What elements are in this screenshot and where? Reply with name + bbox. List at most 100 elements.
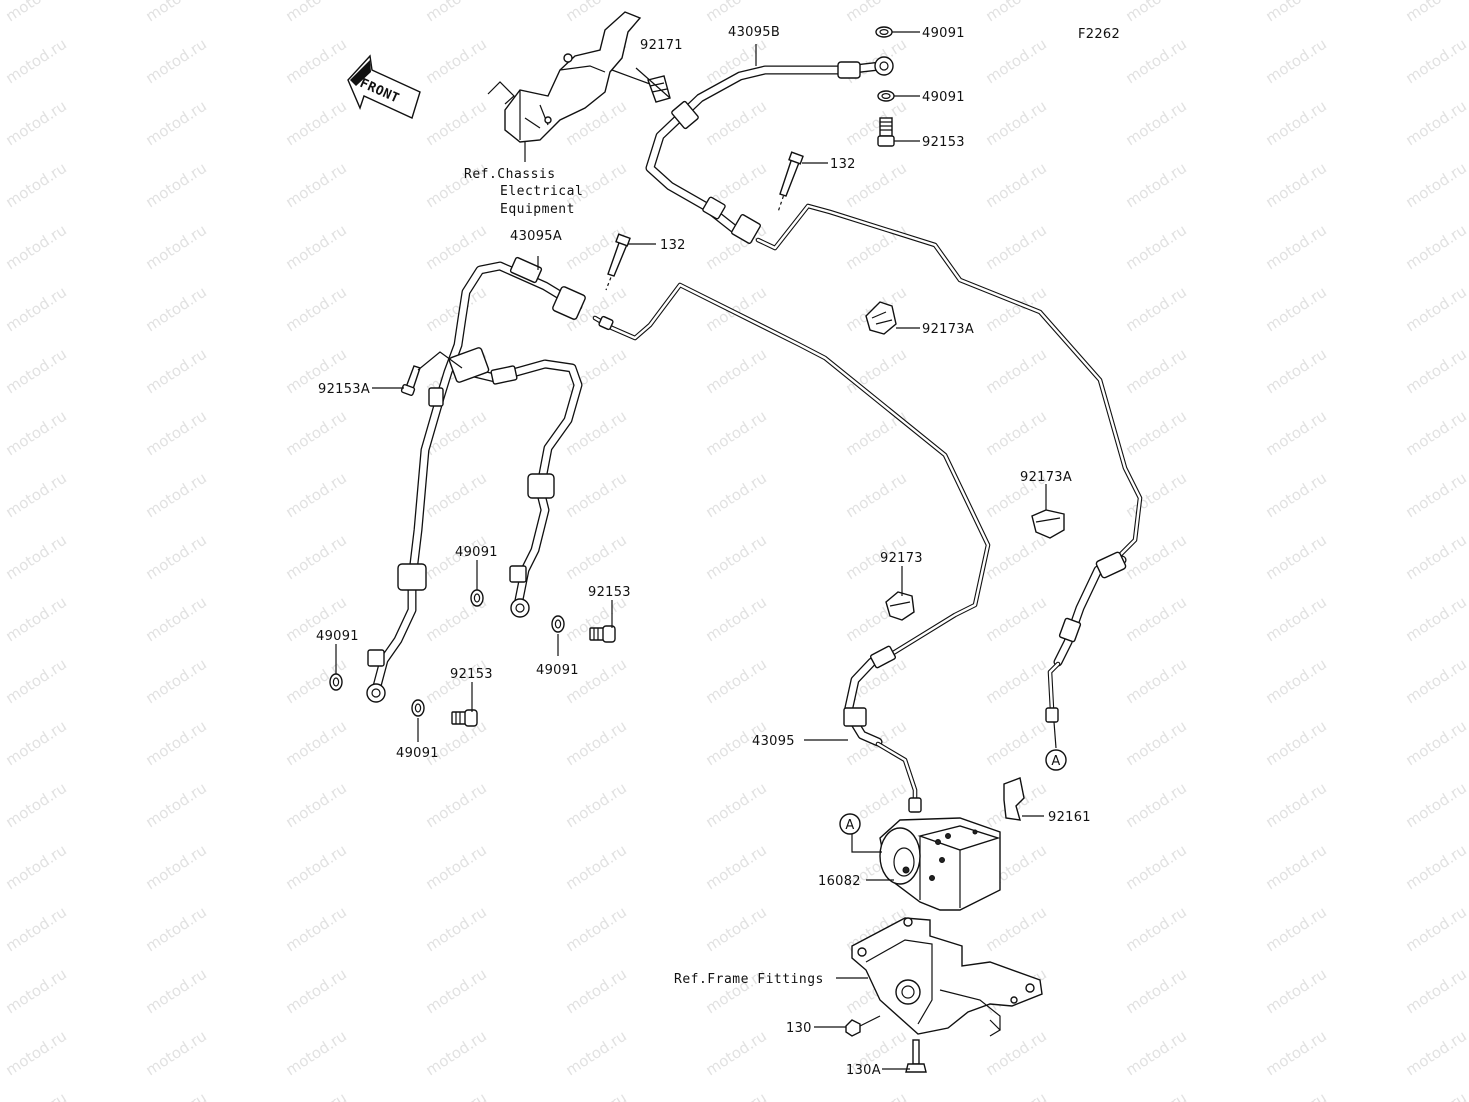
watermark-text: motod.ru — [1122, 283, 1190, 336]
watermark-text: motod.ru — [1122, 1027, 1190, 1080]
watermark-text: motod.ru — [842, 469, 910, 522]
watermark-text: motod.ru — [142, 1089, 210, 1102]
watermark-text: motod.ru — [1262, 903, 1330, 956]
callout-92173: 92173 — [880, 551, 923, 566]
watermark-text: motod.ru — [282, 221, 350, 274]
callout-49091-top1: 49091 — [922, 26, 965, 41]
watermark-text: motod.ru — [842, 0, 910, 25]
watermark-text: motod.ru — [2, 345, 70, 398]
watermark-text: motod.ru — [142, 717, 210, 770]
watermark-text: motod.ru — [562, 1027, 630, 1080]
watermark-text: motod.ru — [982, 903, 1050, 956]
watermark-text: motod.ru — [422, 841, 490, 894]
watermark-text: motod.ru — [142, 1027, 210, 1080]
callout-92171: 92171 — [640, 38, 683, 53]
watermark-text: motod.ru — [2, 1089, 70, 1102]
watermark-text: motod.ru — [1402, 717, 1469, 770]
washer-49091-low2 — [411, 699, 425, 717]
watermark-text: motod.ru — [1402, 283, 1469, 336]
callout-92153-top: 92153 — [922, 135, 965, 150]
watermark-text: motod.ru — [2, 593, 70, 646]
watermark-text: motod.ru — [1262, 841, 1330, 894]
watermark-text: motod.ru — [282, 903, 350, 956]
bolt-130A — [905, 1039, 927, 1073]
watermark-text: motod.ru — [1262, 221, 1330, 274]
watermark-text: motod.ru — [142, 221, 210, 274]
leader-lines — [335, 31, 1047, 1070]
watermark-text: motod.ru — [282, 35, 350, 88]
watermark-text: motod.ru — [142, 593, 210, 646]
callout-43095A: 43095A — [510, 229, 562, 244]
watermark-text: motod.ru — [562, 779, 630, 832]
callout-132-upper: 132 — [830, 157, 856, 172]
watermark-text: motod.ru — [1122, 655, 1190, 708]
watermark-text: motod.ru — [562, 469, 630, 522]
banjo-bolt-92153-top — [877, 117, 895, 147]
callout-49091-low1: 49091 — [316, 629, 359, 644]
bolt-92153A — [400, 351, 463, 396]
watermark-text: motod.ru — [842, 1089, 910, 1102]
callout-49091-mid2: 49091 — [536, 663, 579, 678]
watermark-text: motod.ru — [142, 903, 210, 956]
callout-92153-low: 92153 — [450, 667, 493, 682]
watermark-text: motod.ru — [562, 531, 630, 584]
watermark-text: motod.ru — [2, 221, 70, 274]
watermark-text: motod.ru — [2, 531, 70, 584]
watermark-text: motod.ru — [562, 903, 630, 956]
watermark-text: motod.ru — [1122, 531, 1190, 584]
ref-chassis-line2: Electrical — [500, 184, 583, 199]
watermark-text: motod.ru — [2, 903, 70, 956]
watermark-text: motod.ru — [282, 159, 350, 212]
watermark-text: motod.ru — [702, 593, 770, 646]
watermark-text: motod.ru — [562, 1089, 630, 1102]
watermark-text: motod.ru — [1122, 903, 1190, 956]
watermark-text: motod.ru — [1262, 593, 1330, 646]
connector-a-lower: A — [839, 813, 882, 853]
watermark-text: motod.ru — [2, 965, 70, 1018]
watermark-text: motod.ru — [1122, 717, 1190, 770]
callout-43095: 43095 — [752, 734, 795, 749]
watermark-text: motod.ru — [282, 283, 350, 336]
watermark-text: motod.ru — [142, 0, 210, 25]
watermark-text: motod.ru — [142, 965, 210, 1018]
washer-49091-low1 — [329, 673, 343, 691]
watermark-text: motod.ru — [2, 717, 70, 770]
callout-49091-top2: 49091 — [922, 90, 965, 105]
watermark-text: motod.ru — [562, 965, 630, 1018]
chassis-bracket-ref — [487, 11, 642, 162]
watermark-text: motod.ru — [1262, 965, 1330, 1018]
watermark-text: motod.ru — [282, 97, 350, 150]
ref-chassis-line3: Equipment — [500, 202, 575, 217]
watermark-text: motod.ru — [422, 35, 490, 88]
callout-130A: 130A — [846, 1063, 881, 1078]
bracket-92161 — [1003, 777, 1025, 821]
ref-chassis-line1: Ref.Chassis — [464, 167, 556, 182]
hose-43095B — [645, 56, 894, 244]
watermark-text: motod.ru — [1402, 1089, 1469, 1102]
watermark-text: motod.ru — [282, 407, 350, 460]
watermark-text: motod.ru — [1262, 1027, 1330, 1080]
watermark-text: motod.ru — [702, 841, 770, 894]
watermark-text: motod.ru — [142, 283, 210, 336]
steel-pipe-right — [755, 203, 1143, 558]
watermark-text: motod.ru — [702, 469, 770, 522]
abs-unit-16082 — [879, 817, 1001, 911]
callout-43095B: 43095B — [728, 25, 780, 40]
ref-frame-fittings: Ref.Frame Fittings — [674, 972, 824, 987]
watermark-text: motod.ru — [982, 407, 1050, 460]
connector-a-upper: A — [1045, 749, 1067, 771]
bolt-132-lower — [605, 233, 631, 291]
watermark-text: motod.ru — [1262, 407, 1330, 460]
watermark-text: motod.ru — [982, 35, 1050, 88]
watermark-text: motod.ru — [422, 1027, 490, 1080]
watermark-text: motod.ru — [1262, 97, 1330, 150]
watermark-text: motod.ru — [2, 407, 70, 460]
watermark-text: motod.ru — [982, 655, 1050, 708]
watermark-text: motod.ru — [702, 903, 770, 956]
watermark-text: motod.ru — [142, 655, 210, 708]
watermark-text: motod.ru — [562, 841, 630, 894]
watermark-text: motod.ru — [982, 159, 1050, 212]
connector-a-lower-label: A — [845, 818, 854, 833]
